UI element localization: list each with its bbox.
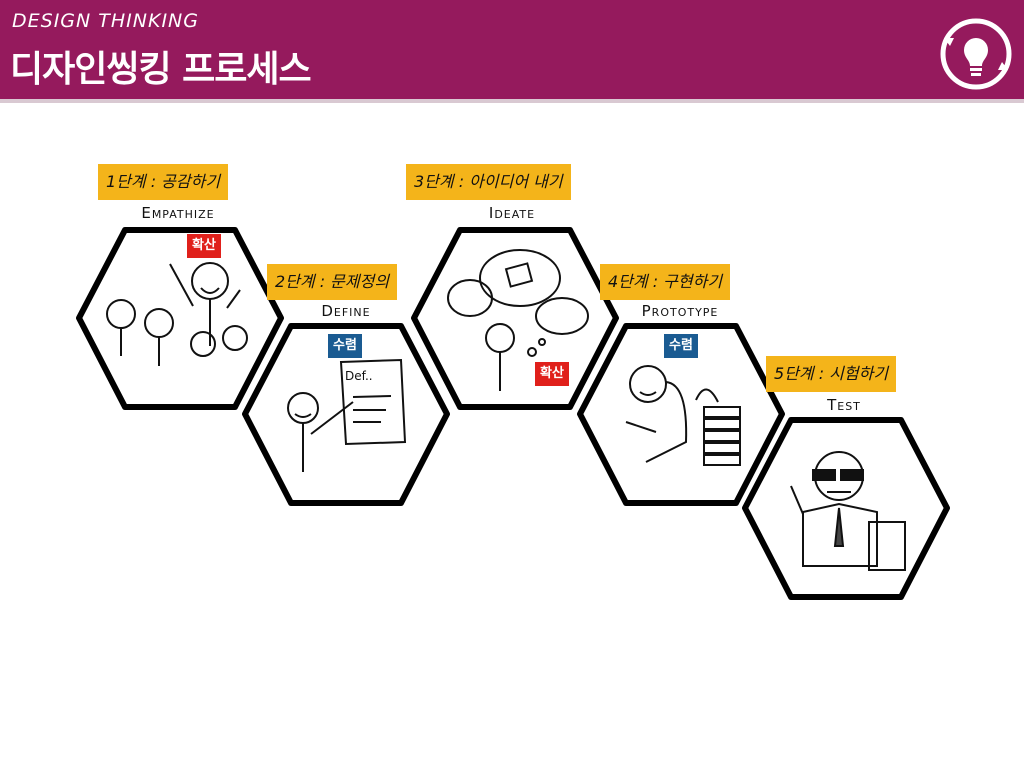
person-thinking-clouds-icon (447, 249, 589, 391)
svg-text:Def..: Def.. (345, 369, 373, 383)
header-bar: DESIGN THINKING 디자인씽킹 프로세스 (0, 0, 1024, 103)
stage-4-label: 4단계 : 구현하기 (600, 264, 731, 300)
stage-2-badge: 수렴 (328, 334, 362, 358)
stage-2-name: Define (321, 302, 371, 320)
group-of-people-sketch-icon (106, 262, 248, 366)
stage-4-name: Prototype (641, 302, 719, 320)
person-building-blocks-icon (625, 365, 741, 466)
hexagon-empathize (75, 226, 285, 411)
person-writing-definition-icon: Def.. (287, 358, 407, 472)
person-sunglasses-clipboard-icon (790, 451, 906, 571)
stage-4-badge: 수렴 (664, 334, 698, 358)
lightbulb-cycle-icon (938, 16, 1014, 92)
stage-3-name: Ideate (488, 204, 536, 222)
hexagon-test (741, 416, 951, 601)
stage-3-label: 3단계 : 아이디어 내기 (406, 164, 571, 200)
stage-5-label: 5단계 : 시험하기 (766, 356, 897, 392)
stage-1-name: Empathize (141, 204, 215, 222)
hexagon-define: Def.. (241, 322, 451, 507)
page-title: 디자인씽킹 프로세스 (10, 49, 312, 90)
header-kicker: DESIGN THINKING (12, 10, 199, 32)
stage-5-name: Test (827, 396, 861, 414)
hexagon-prototype (576, 322, 786, 507)
stage-1-badge: 확산 (187, 234, 221, 258)
stage-3-badge: 확산 (535, 362, 569, 386)
stage-1-label: 1단계 : 공감하기 (98, 164, 229, 200)
stage-2-label: 2단계 : 문제정의 (267, 264, 398, 300)
